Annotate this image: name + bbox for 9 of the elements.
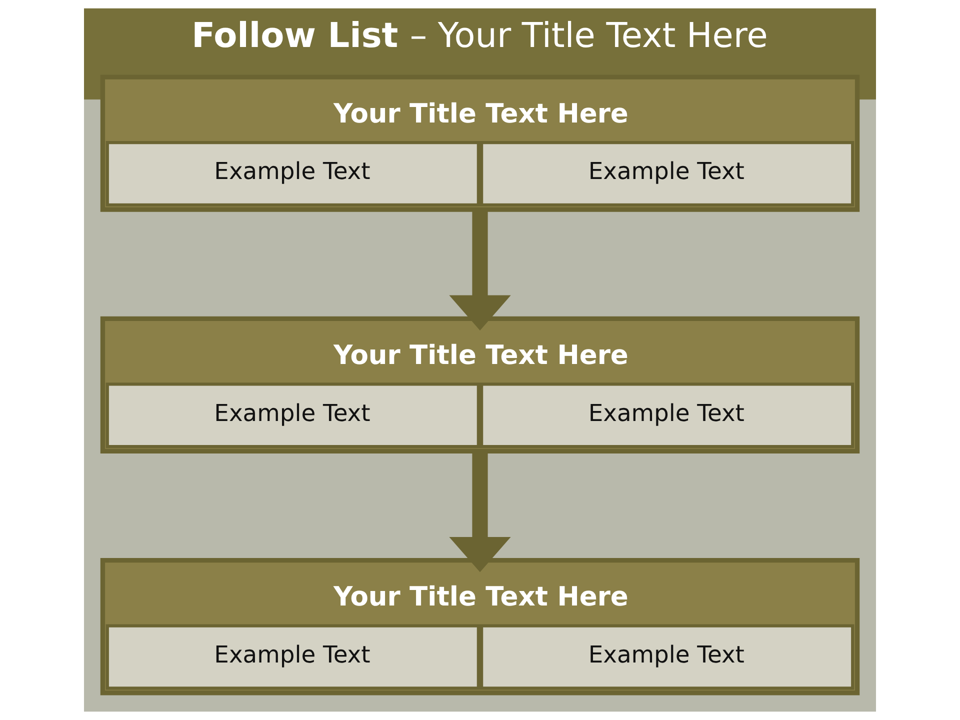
arrow xyxy=(449,210,511,331)
diagram-title: Follow List – Your Title Text Here xyxy=(192,16,768,56)
node-box: Example Text xyxy=(480,382,854,448)
node-box: Example Text xyxy=(480,624,854,690)
node-box: Example Text xyxy=(106,140,480,206)
node-box: Example Text xyxy=(106,382,480,448)
node-box: Example Text xyxy=(480,140,854,206)
arrow xyxy=(449,451,511,572)
node-box: Example Text xyxy=(106,624,480,690)
